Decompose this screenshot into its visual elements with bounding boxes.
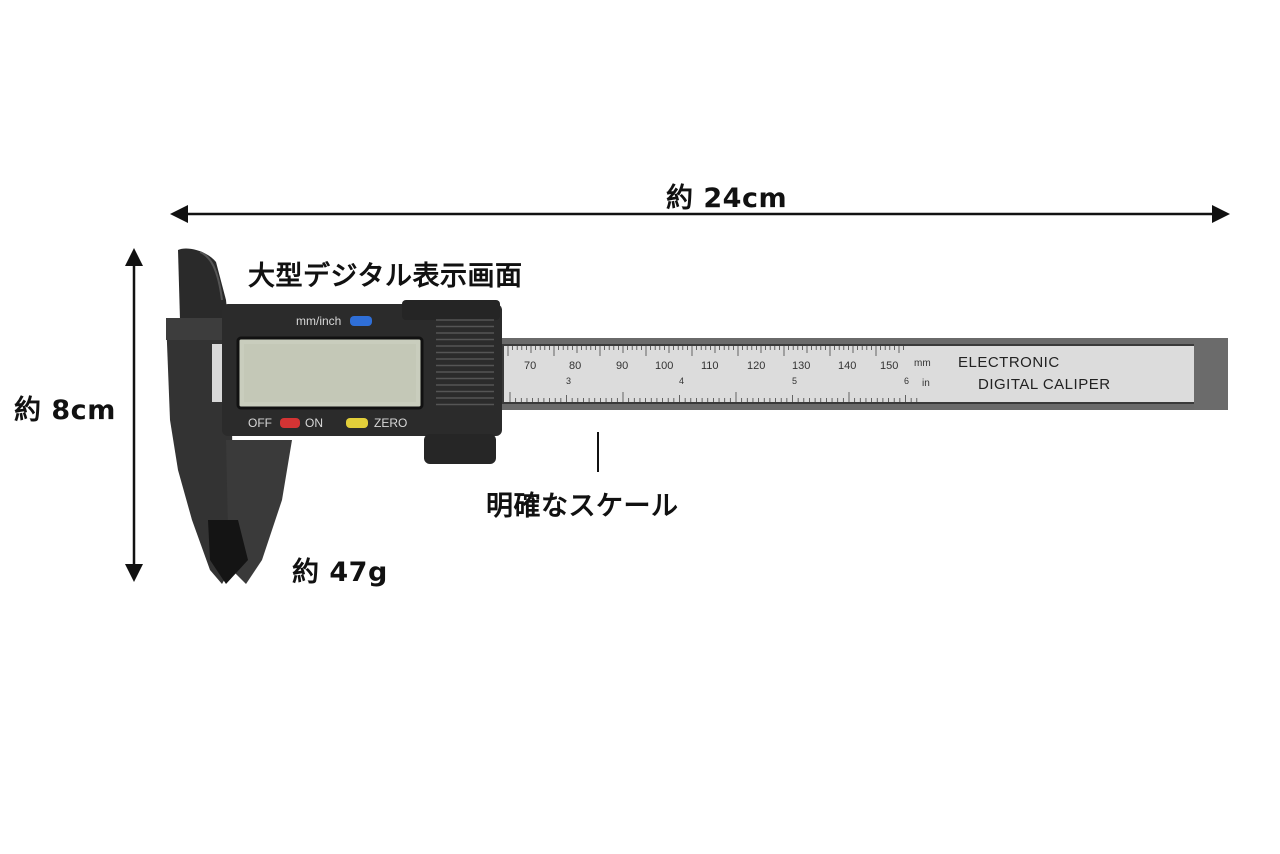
mm-tick-label: 110: [701, 360, 719, 372]
power-button[interactable]: [280, 418, 300, 428]
brand-line-2: DIGITAL CALIPER: [978, 376, 1111, 393]
inch-unit-label: in: [922, 378, 930, 389]
inch-scale-numbers: 3 4 5 6: [566, 376, 909, 386]
display-callout-label: 大型デジタル表示画面: [248, 261, 523, 292]
scale-callout-label: 明確なスケール: [486, 491, 679, 522]
caliper-beam: [490, 338, 1228, 410]
inch-tick-label: 5: [792, 376, 797, 386]
inch-tick-marks: [509, 392, 918, 402]
mm-inch-button[interactable]: [350, 316, 372, 326]
mm-tick-label: 90: [616, 360, 628, 372]
mm-unit-label: mm: [914, 358, 931, 369]
mm-tick-label: 100: [655, 360, 673, 372]
height-label: 約 8cm: [14, 395, 116, 426]
upper-jaws: [178, 248, 228, 320]
inch-tick-label: 4: [679, 376, 684, 386]
mm-tick-label: 130: [792, 360, 810, 372]
fixed-jaw: [166, 318, 234, 584]
mm-tick-label: 120: [747, 360, 765, 372]
mm-tick-label: 140: [838, 360, 856, 372]
mm-tick-label: 150: [880, 360, 898, 372]
sliding-jaw: [208, 440, 292, 584]
zero-label: ZERO: [374, 416, 407, 430]
zero-button[interactable]: [346, 418, 368, 428]
inch-tick-label: 6: [904, 376, 909, 386]
mm-tick-label: 80: [569, 360, 581, 372]
thumbwheel-grooves: [436, 319, 494, 406]
off-label: OFF: [248, 416, 272, 430]
mm-inch-button-label: mm/inch: [296, 314, 341, 328]
width-label: 約 24cm: [666, 183, 788, 214]
weight-label: 約 47g: [292, 557, 388, 588]
mm-scale-numbers: 70 80 90 100 110 120 130 140 150: [524, 360, 898, 372]
mm-tick-label: 70: [524, 360, 536, 372]
brand-line-1: ELECTRONIC: [958, 354, 1060, 371]
inch-tick-label: 3: [566, 376, 571, 386]
on-label: ON: [305, 416, 323, 430]
mm-tick-marks: [507, 346, 904, 356]
